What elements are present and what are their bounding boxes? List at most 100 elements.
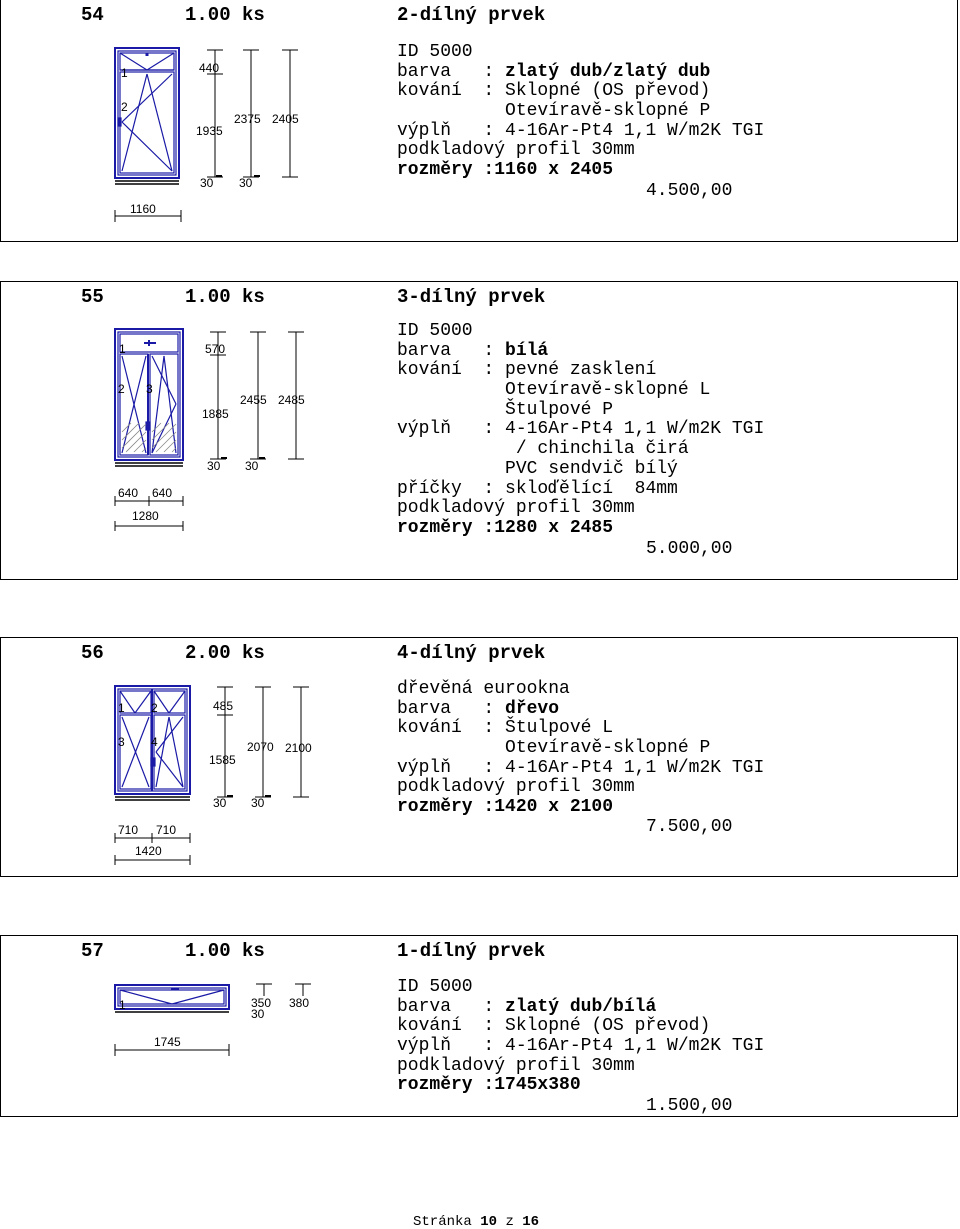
spec-line: podkladový profil 30mm (397, 141, 764, 161)
dim-label: 2070 (247, 740, 274, 754)
item-number: 54 (81, 4, 104, 26)
width-dim-label: 1420 (135, 844, 162, 858)
spec-line: ID 5000 (397, 977, 764, 998)
dim-label: 2405 (272, 112, 299, 126)
spec-label: barva : (397, 698, 506, 719)
sash-label: 1 (121, 66, 128, 80)
width-dim-label: 710 (118, 823, 138, 837)
sash-label: 1 (119, 998, 126, 1012)
spec-label (397, 101, 505, 121)
spec-line: kování : Sklopné (OS převod) (397, 82, 764, 102)
spec-value: skloďělící 84mm (505, 478, 678, 499)
spec-line: podkladový profil 30mm (397, 1056, 764, 1077)
spec-line: podkladový profil 30mm (397, 778, 764, 798)
dim-label: 30 (207, 459, 221, 473)
item-header: 57 1.00 ks 1-dílný prvek (1, 940, 957, 964)
page-footer: Stránka 10 z 16 (413, 1214, 539, 1229)
spec-label: výplň : (397, 419, 506, 440)
spec-label (397, 738, 505, 758)
spec-label: podkladový profil 30mm (397, 498, 635, 519)
spec-value: 4-16Ar-Pt4 1,1 W/m2K TGI (505, 1036, 765, 1057)
item-header: 55 1.00 ks 3-dílný prvek (1, 286, 957, 310)
spec-value: bílá (505, 340, 549, 361)
width-dim-label: 1280 (132, 509, 159, 523)
spec-label: ID 5000 (397, 321, 473, 341)
dim-label: 30 (245, 459, 259, 473)
spec-value: 4-16Ar-Pt4 1,1 W/m2K TGI (505, 757, 765, 778)
item-quantity: 2.00 ks (185, 642, 265, 664)
dim-label: 350 (251, 996, 271, 1010)
dim-label: 1585 (209, 753, 236, 767)
spec-label: kování : (397, 718, 506, 739)
spec-label (397, 380, 505, 400)
width-dim-label: 1745 (154, 1035, 181, 1049)
spec-value: zlatý dub/bílá (505, 996, 657, 1017)
spec-value: Otevíravě-sklopné P (505, 101, 711, 122)
spec-value: / chinchila čirá (505, 439, 689, 460)
item-price: 5.000,00 (646, 539, 733, 559)
spec-line: kování : Štulpové L (397, 719, 764, 739)
window-drawing: 1 2 440 1935 2375 2405 30 30 1160 (114, 47, 299, 222)
footer-middle: z (505, 1214, 514, 1229)
footer-prefix: Stránka (413, 1214, 472, 1229)
dim-label: 30 (239, 176, 253, 190)
item-quantity: 1.00 ks (185, 940, 265, 962)
sash-label: 1 (118, 701, 125, 715)
spec-line: ID 5000 (397, 321, 764, 342)
spec-value: Sklopné (OS převod) (505, 81, 711, 102)
spec-label: rozměry : (397, 1075, 495, 1096)
spec-value: 1745x380 (494, 1075, 581, 1096)
spec-value: 4-16Ar-Pt4 1,1 W/m2K TGI (505, 120, 765, 141)
dim-label: 30 (213, 796, 227, 810)
spec-value: Štulpové L (505, 718, 614, 739)
spec-label: výplň : (397, 120, 506, 141)
width-dim-label: 710 (156, 823, 176, 837)
item-kind: 2-dílný prvek (397, 4, 546, 26)
spec-line: barva : dřevo (397, 698, 764, 720)
sash-label: 2 (118, 382, 125, 396)
spec-label: rozměry : (397, 797, 495, 818)
spec-line: kování : pevné zasklení (397, 361, 764, 381)
spec-value: dřevo (505, 698, 560, 719)
spec-label: podkladový profil 30mm (397, 777, 635, 798)
item-price: 7.500,00 (646, 817, 733, 837)
spec-label: rozměry : (397, 160, 495, 181)
window-drawing: 1 2 3 570 1885 2455 2485 30 30 640 640 1… (114, 328, 305, 531)
spec-label (397, 439, 505, 459)
item-price: 1.500,00 (646, 1096, 733, 1116)
sash-label: 1 (119, 342, 126, 356)
width-dim-label: 640 (152, 486, 172, 500)
spec-value: 1280 x 2485 (494, 517, 614, 538)
item-quantity: 1.00 ks (185, 286, 265, 308)
spec-value: Štulpové P (505, 399, 614, 420)
spec-value: 4-16Ar-Pt4 1,1 W/m2K TGI (505, 419, 765, 440)
spec-label (397, 400, 505, 420)
spec-line: podkladový profil 30mm (397, 498, 764, 519)
dim-label: 30 (251, 796, 265, 810)
sash-label: 2 (121, 100, 128, 114)
spec-label: výplň : (397, 757, 506, 778)
spec-line: / chinchila čirá (397, 439, 764, 460)
dim-label: 485 (213, 699, 233, 713)
spec-label: rozměry : (397, 517, 495, 538)
spec-line: Štulpové P (397, 399, 764, 421)
dim-label: 1935 (196, 124, 223, 138)
dim-label: 440 (199, 61, 219, 75)
spec-line: rozměry :1420 x 2100 (397, 797, 764, 818)
item-price: 4.500,00 (646, 181, 733, 201)
spec-value: zlatý dub/zlatý dub (505, 61, 711, 82)
spec-line: výplň : 4-16Ar-Pt4 1,1 W/m2K TGI (397, 1036, 765, 1057)
spec-line: PVC sendvič bílý (397, 459, 764, 480)
width-dim-label: 640 (118, 486, 138, 500)
sash-label: 3 (146, 382, 153, 396)
spec-line: barva : zlatý dub/bílá (397, 996, 764, 1018)
sash-label: 4 (151, 735, 158, 749)
spec-value: pevné zasklení (505, 360, 657, 381)
spec-label: podkladový profil 30mm (397, 140, 635, 161)
spec-label: výplň : (397, 1036, 506, 1057)
spec-label: dřevěná eurookna (397, 679, 570, 699)
